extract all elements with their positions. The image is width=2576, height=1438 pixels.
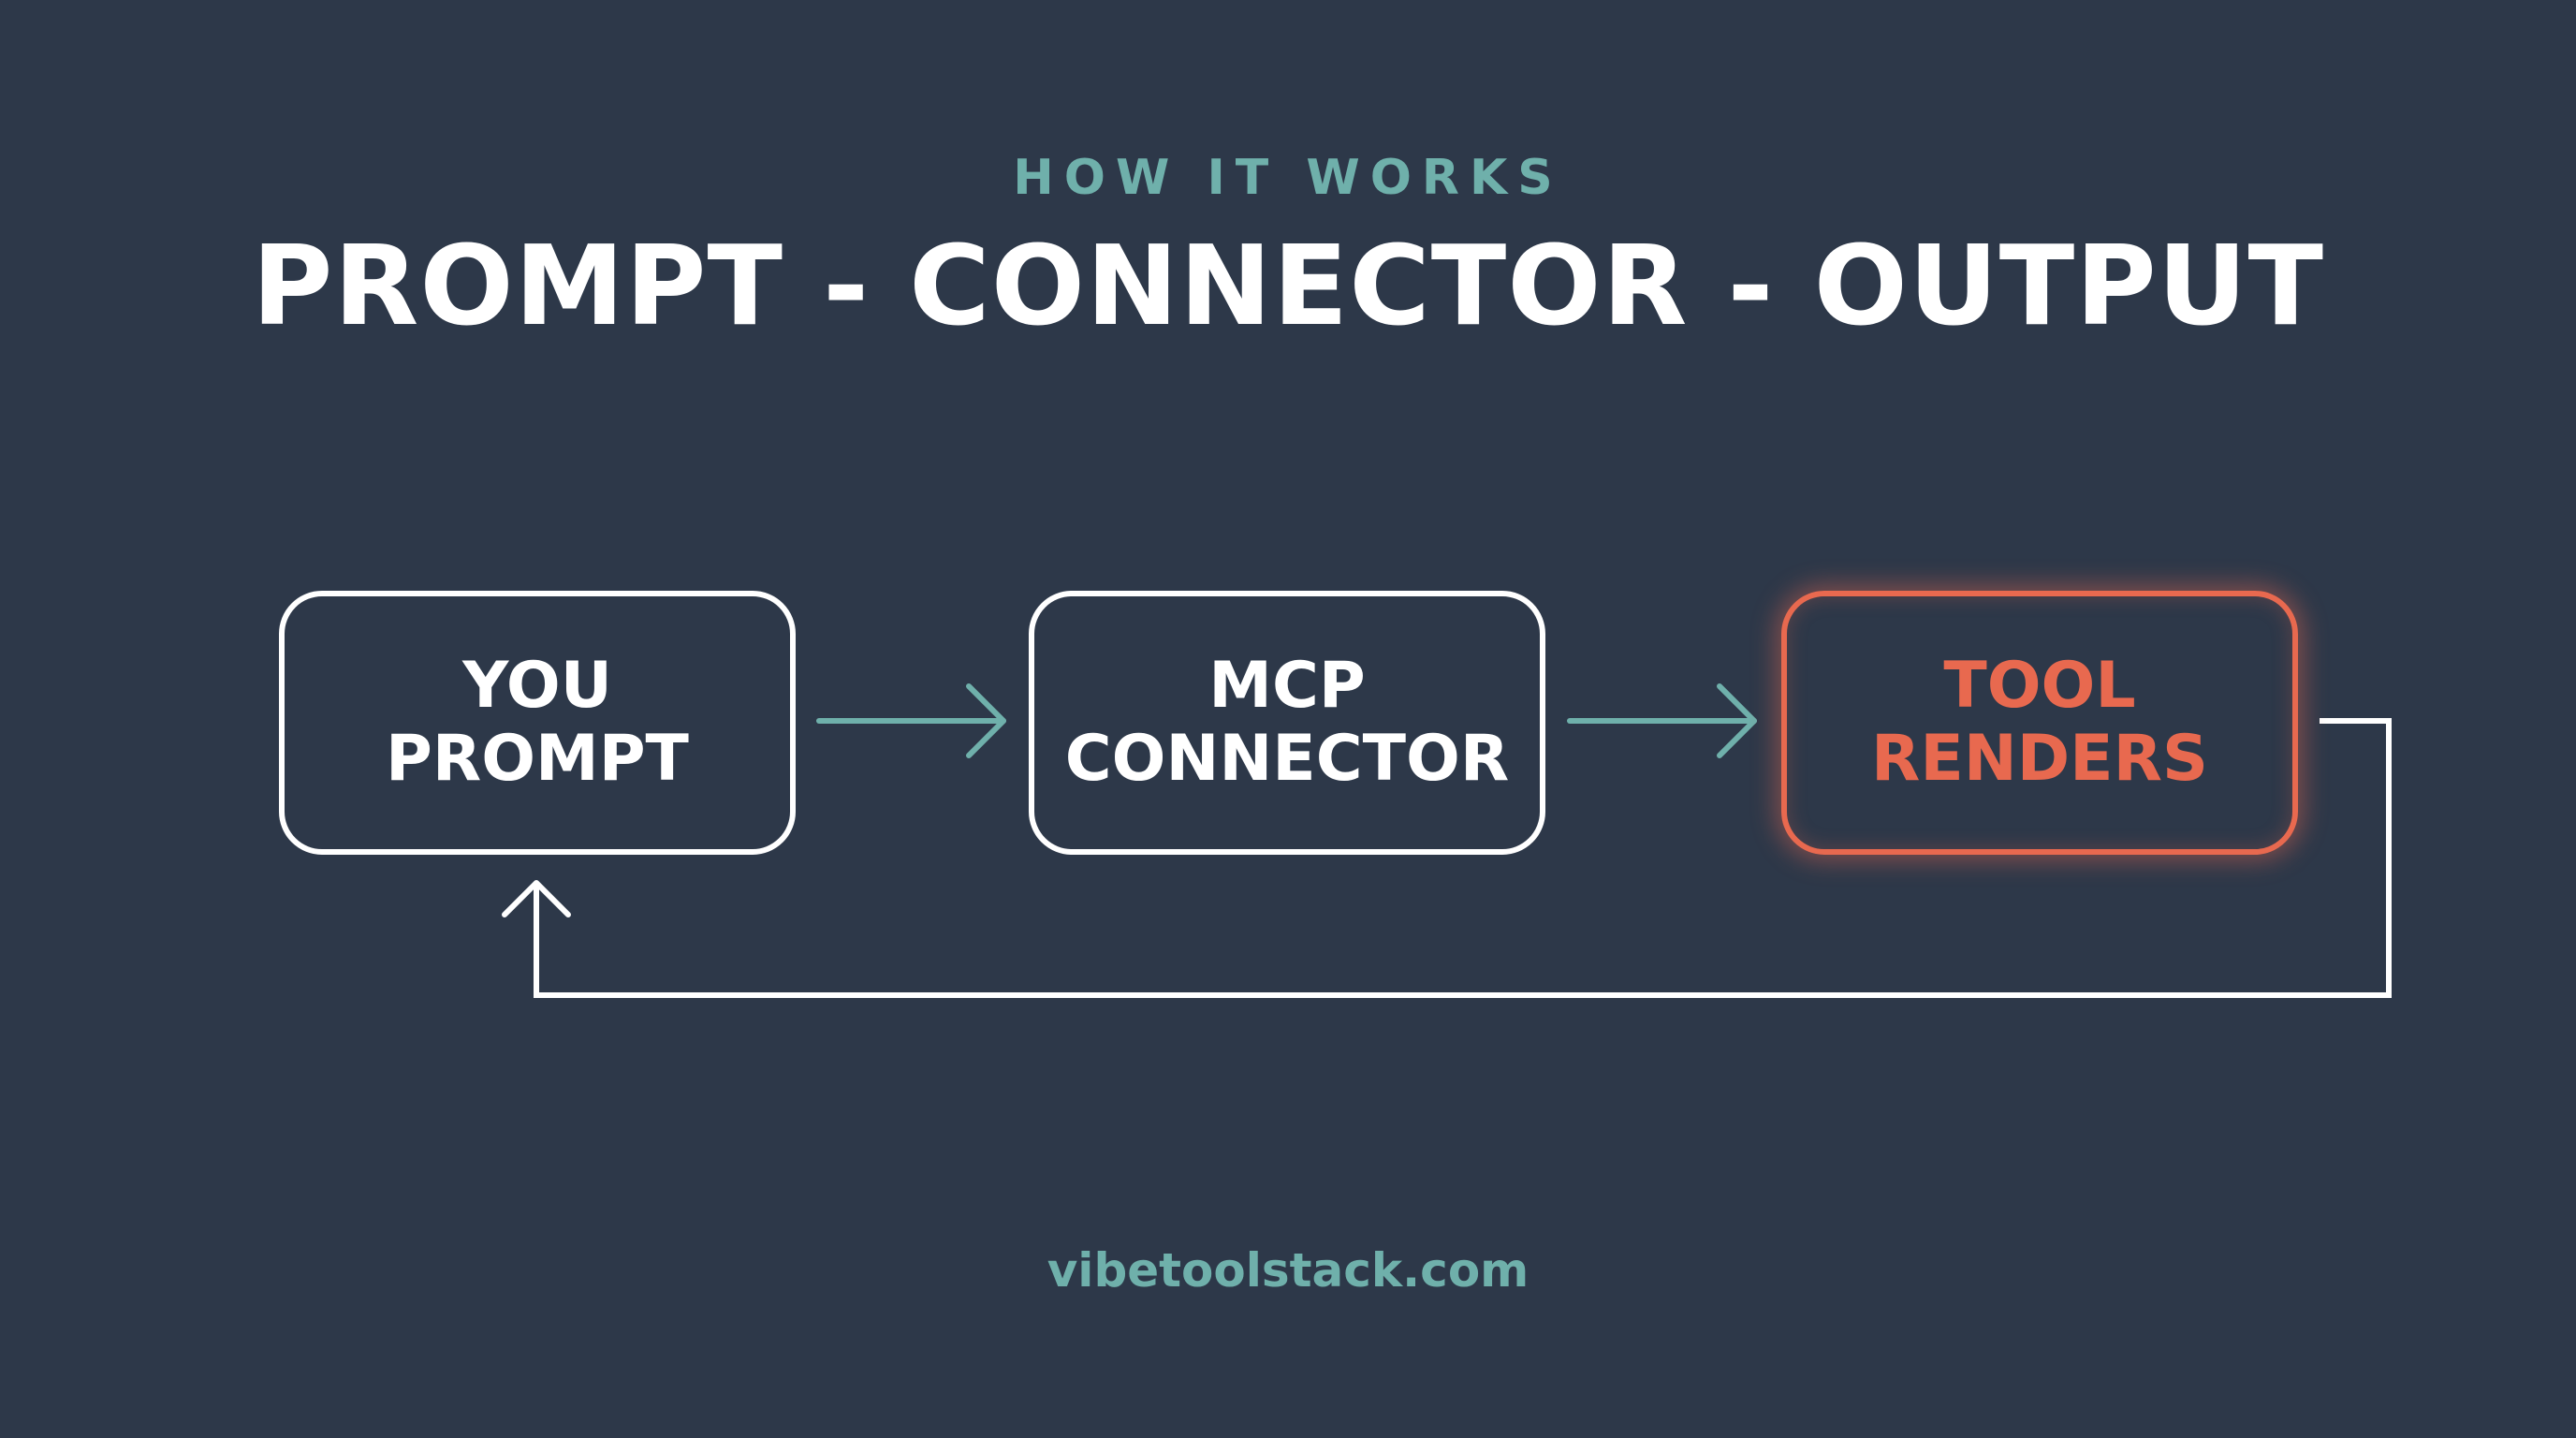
footer-site-link[interactable]: vibetoolstack.com (1046, 1243, 1530, 1298)
node-mcp-connector-line-2: CONNECTOR (1064, 722, 1510, 796)
node-you-prompt-line-2: PROMPT (386, 722, 689, 796)
page-title: PROMPT - CONNECTOR - OUTPUT (251, 221, 2325, 350)
arrow-prompt-to-connector (816, 683, 1006, 758)
node-mcp-connector: MCP CONNECTOR (1029, 591, 1545, 855)
node-tool-renders-line-1: TOOL (1943, 649, 2136, 723)
node-tool-renders-line-2: RENDERS (1871, 722, 2208, 796)
arrow-connector-to-tool (1567, 683, 1757, 758)
node-mcp-connector-line-1: MCP (1208, 649, 1366, 723)
feedback-loop-arrow (502, 718, 2392, 998)
node-you-prompt-line-1: YOU (462, 649, 612, 723)
node-you-prompt: YOU PROMPT (279, 591, 796, 855)
node-tool-renders: TOOL RENDERS (1781, 591, 2298, 855)
eyebrow-label: HOW IT WORKS (1013, 150, 1563, 206)
